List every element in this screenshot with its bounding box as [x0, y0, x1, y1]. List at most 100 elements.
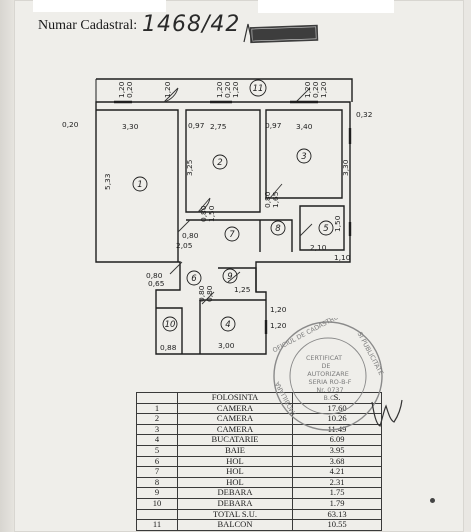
dim-label: 1,20 [270, 305, 287, 314]
authorization-stamp [243, 23, 319, 44]
ink-dot [430, 498, 435, 503]
room-nr-cell: 5 [136, 444, 178, 457]
use-cell: DEBARA [177, 497, 293, 510]
dim-label: 3,00 [218, 341, 235, 350]
svg-text:Nr. 0737: Nr. 0737 [316, 386, 343, 394]
dim-label: 3,30 [122, 122, 139, 131]
room-nr-cell: 2 [136, 413, 178, 425]
dim-label: 0,65 [148, 279, 165, 288]
room-marker-7 [224, 226, 240, 242]
dim-label: 0,80 [205, 285, 214, 302]
use-cell: HOL [177, 455, 293, 468]
dim-label: 5,33 [103, 173, 112, 190]
room-nr-cell: 4 [136, 434, 178, 446]
room-nr-cell: 3 [136, 423, 178, 436]
area-cell: 3.95 [292, 444, 382, 457]
svg-text:DE: DE [322, 362, 331, 370]
redaction-block [33, 0, 166, 12]
dim-label: 1,20 [319, 81, 328, 98]
dim-label: 0,97 [188, 121, 205, 130]
room-nr-cell: 8 [136, 476, 178, 489]
room-marker-1 [132, 176, 148, 192]
total-row: TOTAL S.U.63.13 [136, 508, 382, 521]
authorization-seal: OFICIUL DE CADASTRU SI PUBLICITATE IMOBI… [271, 318, 385, 431]
room-marker-8 [270, 220, 286, 236]
dim-label: 0,80 [182, 231, 199, 240]
area-cell: 3.68 [292, 455, 382, 468]
dim-label: 0,32 [356, 110, 372, 119]
dim-label: 0,88 [160, 343, 177, 352]
handwritten-signature [371, 399, 403, 427]
redaction-block [258, 0, 394, 13]
room-marker-11 [249, 79, 267, 97]
dim-label: 0,20 [62, 120, 79, 129]
area-cell: 1.79 [292, 497, 382, 510]
dim-label: 1,50 [207, 205, 216, 222]
room-5-walls [299, 205, 345, 251]
room-3-walls [265, 109, 343, 199]
use-cell: DEBARA [177, 487, 293, 499]
room-nr-cell: 9 [136, 487, 178, 499]
room-number: 10 [165, 320, 176, 330]
svg-text:IMOBILIARA: IMOBILIARA [273, 380, 298, 417]
room-marker-10 [162, 316, 178, 332]
room-number: 3 [301, 152, 306, 162]
dim-label: 0,97 [265, 121, 282, 130]
apartment-outline [95, 101, 351, 355]
dim-label: 0,80 [197, 285, 206, 302]
dim-label: 1,65 [271, 191, 280, 208]
dim-label: 0,80 [199, 205, 208, 222]
dim-label: 1,50 [333, 215, 342, 232]
dim-label: 2,75 [210, 122, 227, 131]
area-cell: 6.09 [292, 434, 382, 446]
svg-text:AUTORIZARE: AUTORIZARE [307, 370, 349, 378]
page-edge [0, 0, 14, 532]
table-header-row: FOLOSINTA S. [136, 392, 382, 404]
dim-label: 0,80 [263, 191, 272, 208]
use-cell: HOL [177, 466, 293, 478]
floor-plan: 0,20 3,30 0,97 2,75 0,97 3,40 0,32 5,33 … [62, 78, 372, 355]
room-nr-cell: 1 [136, 402, 178, 415]
room-marker-3 [296, 148, 312, 164]
hall-7-walls [186, 219, 293, 252]
room-10-walls [156, 307, 183, 354]
room-nr-cell [136, 508, 178, 521]
room-number: 7 [229, 230, 235, 240]
dim-label: 1,20 [270, 321, 287, 330]
room-marker-6 [186, 270, 202, 286]
dim-label: 1,20 [163, 81, 172, 98]
area-cell: 2.31 [292, 476, 382, 489]
room-number: 2 [217, 158, 222, 168]
dim-label: 2,05 [176, 241, 193, 250]
room-marker-5 [318, 220, 334, 236]
dim-label: 3,30 [341, 159, 350, 176]
svg-text:SERIA RO-B-F: SERIA RO-B-F [309, 378, 352, 386]
dim-label: 0,20 [125, 81, 134, 98]
cadastral-number: 1468/42 [142, 12, 241, 37]
use-cell: BUCATARIE [177, 434, 293, 446]
room-marker-9 [222, 268, 238, 284]
room-nr-cell: 11 [136, 519, 178, 531]
dim-label: 3,25 [185, 159, 194, 176]
dim-label: 0,20 [223, 81, 232, 98]
area-cell: 4.21 [292, 466, 382, 478]
area-cell: 1.75 [292, 487, 382, 499]
area-cell: 10.55 [292, 519, 382, 531]
use-cell: TOTAL S.U. [177, 508, 293, 521]
svg-text:B.C.: B.C. [324, 394, 337, 402]
area-cell: 63.13 [292, 508, 382, 521]
balcony-outline [96, 78, 353, 102]
room-marker-2 [212, 154, 228, 170]
cadastral-label: Numar Cadastral: [38, 18, 138, 33]
svg-text:CERTIFICAT: CERTIFICAT [306, 354, 342, 362]
room-1-walls [96, 109, 179, 262]
